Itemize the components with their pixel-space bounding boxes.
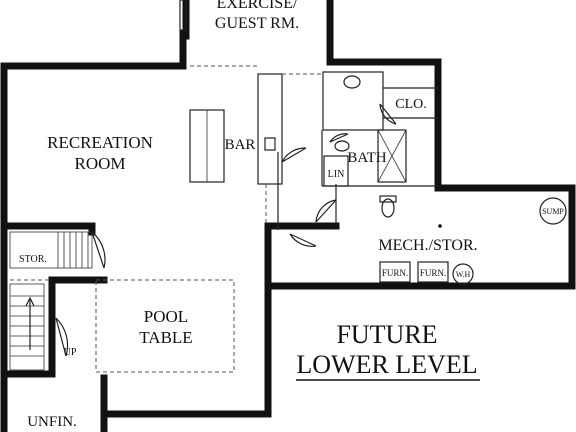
shower [377, 129, 407, 183]
recreation-label-1: RECREATION [47, 133, 153, 152]
closet-walls [322, 71, 384, 131]
exercise-label-2: GUEST RM. [215, 15, 299, 32]
toilet-tank [379, 195, 397, 203]
exercise-label-1: EXERCISE/ [217, 0, 298, 12]
door-bath [329, 133, 349, 143]
furnace-2-label: FURN. [420, 268, 446, 278]
sump-pit [539, 197, 567, 225]
door-hall-lower [289, 233, 317, 247]
title-line-2: LOWER LEVEL [296, 350, 477, 379]
title-line-1: FUTURE [336, 320, 437, 349]
sump-label: SUMP [542, 207, 564, 216]
stair-upper-treads [57, 232, 89, 268]
stair-up-label: UP [64, 347, 77, 358]
wall-stair-top [0, 222, 96, 236]
furnace-2 [417, 261, 449, 283]
dashed-lines [10, 65, 322, 373]
door-bar-hall [281, 147, 307, 163]
closet-sink [343, 75, 361, 89]
closet-label: CLO. [395, 97, 427, 112]
storage-label: STOR. [19, 254, 47, 265]
toilet [381, 198, 395, 218]
wall-south [100, 282, 272, 432]
pool-table-label-1: POOL [144, 307, 188, 326]
bar-sink [264, 137, 276, 151]
furnace-1 [379, 261, 411, 283]
wall-stair-bottom [0, 276, 56, 378]
wall-north-rec [91, 30, 187, 70]
furnace-1-label: FURN. [382, 268, 408, 278]
bar-counter [257, 73, 283, 185]
labels: EXERCISE/ GUEST RM. RECREATION ROOM BAR … [19, 0, 564, 430]
door-closet [379, 103, 397, 125]
stair-lower-box [9, 283, 45, 371]
doors [55, 0, 397, 357]
unfinished-label: UNFIN. [27, 414, 77, 430]
mech-label: MECH./STOR. [378, 237, 477, 254]
bath-label: BATH [347, 150, 386, 166]
wall-west-north [0, 62, 99, 378]
stair-lower-treads [10, 295, 44, 357]
wall-east [264, 144, 576, 290]
door-stair [55, 317, 69, 357]
wall-mech-north [264, 222, 340, 290]
bar-label: BAR [225, 137, 256, 153]
exercise-window [179, 0, 187, 31]
shower-x2 [377, 129, 407, 183]
mech-equipment [379, 197, 567, 285]
mech-drain [438, 224, 442, 228]
interior-walls [189, 71, 438, 230]
door-hall-mech [315, 199, 337, 223]
pool-table-label-2: TABLE [139, 328, 192, 347]
wall-exercise-east [326, 0, 442, 152]
bath-sink [334, 140, 350, 152]
stair-up-arrowhead [25, 296, 35, 307]
recreation-label-2: ROOM [74, 154, 125, 173]
door-storage [91, 231, 106, 269]
water-heater [452, 263, 474, 285]
pool-table-outline [95, 279, 235, 373]
stair-upper-box [9, 231, 93, 269]
linen-label: LIN [328, 169, 345, 180]
water-heater-label: W.H [456, 270, 471, 279]
stairs [9, 231, 93, 371]
